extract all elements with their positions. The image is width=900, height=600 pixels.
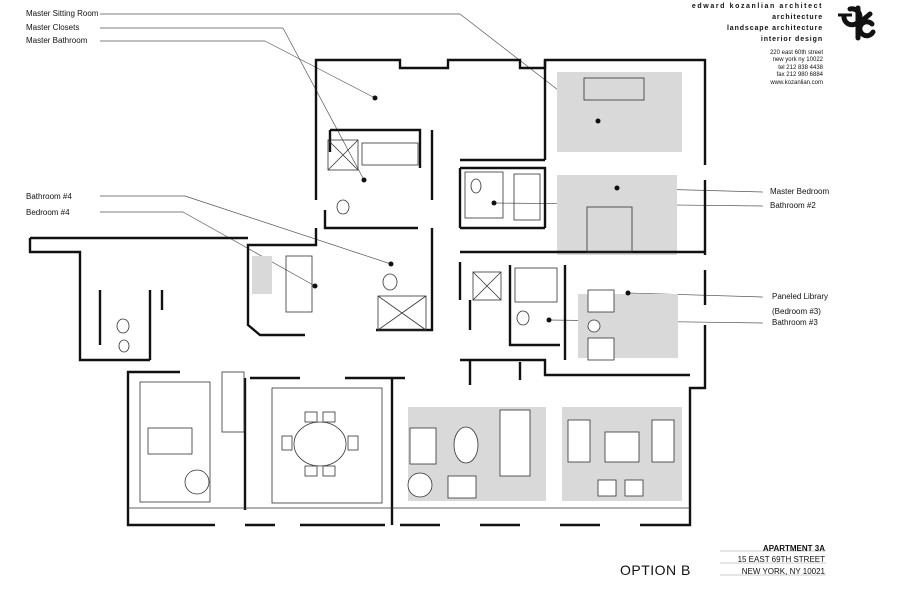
label-bathroom-3: Bathroom #3 bbox=[772, 318, 818, 327]
address-fax: fax 212 980 6884 bbox=[776, 72, 823, 79]
label-paneled-library: Paneled Library bbox=[772, 292, 829, 301]
firm-address: 220 east 60th street new york ny 10022 t… bbox=[770, 50, 823, 87]
address-tel: tel 212 838 4438 bbox=[778, 64, 823, 71]
apartment-street: 15 EAST 69TH STREET bbox=[737, 555, 825, 564]
walls bbox=[28, 58, 707, 527]
apartment-name: APARTMENT 3A bbox=[762, 544, 825, 553]
label-master-sitting-room: Master Sitting Room bbox=[26, 9, 99, 18]
label-master-closets: Master Closets bbox=[26, 23, 80, 32]
firm-service-landscape: landscape architecture bbox=[726, 25, 823, 32]
firm-name: edward kozanlian architect bbox=[691, 3, 823, 10]
eka-monogram-logo bbox=[838, 5, 876, 41]
firm-service-interior: interior design bbox=[760, 36, 823, 43]
label-bedroom-3: (Bedroom #3) bbox=[772, 307, 821, 316]
furniture bbox=[116, 178, 675, 499]
label-master-bedroom: Master Bedroom bbox=[770, 187, 830, 196]
label-bathroom-4: Bathroom #4 bbox=[26, 192, 72, 201]
address-city: new york ny 10022 bbox=[772, 57, 823, 64]
label-master-bathroom: Master Bathroom bbox=[26, 36, 88, 45]
option-label: OPTION B bbox=[620, 562, 691, 578]
firm-service-architecture: architecture bbox=[772, 14, 823, 21]
apartment-city: NEW YORK, NY 10021 bbox=[741, 567, 825, 576]
address-web: www.kozanlian.com bbox=[770, 79, 823, 86]
interior-details bbox=[128, 77, 690, 509]
address-street: 220 east 60th street bbox=[769, 50, 823, 56]
label-bathroom-2: Bathroom #2 bbox=[770, 201, 816, 210]
callout-dots bbox=[312, 95, 631, 323]
label-bedroom-4: Bedroom #4 bbox=[26, 208, 70, 217]
title-rules bbox=[720, 550, 826, 576]
